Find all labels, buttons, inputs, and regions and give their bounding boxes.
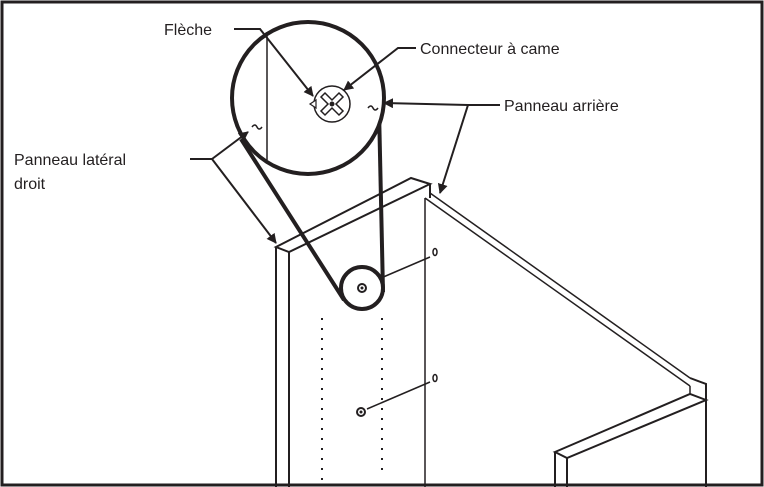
leader-cam-connector	[343, 47, 416, 91]
leader-side-panel-b	[211, 131, 249, 160]
detail-magnifier	[230, 20, 386, 176]
leader-back-panel-b	[383, 98, 469, 109]
leader-side-panel-c	[211, 158, 277, 244]
cam-connector-lower	[356, 373, 438, 417]
back-panel	[424, 192, 707, 487]
label-arrow: Flèche	[164, 22, 212, 39]
label-back-panel: Panneau arrière	[504, 98, 619, 115]
label-cam-connector: Connecteur à came	[420, 41, 560, 58]
arrow-mark-icon	[308, 98, 317, 110]
label-right-side-panel-2: droit	[14, 176, 46, 193]
lower-panel	[552, 392, 709, 487]
right-side-panel	[273, 176, 433, 487]
leader-back-panel	[437, 104, 500, 194]
label-right-side-panel-1: Panneau latéral	[14, 152, 126, 169]
cam-connector-magnified	[308, 85, 351, 123]
leader-arrow	[234, 28, 314, 97]
callout-tangent-left	[239, 137, 346, 302]
callout-tangent-right	[377, 108, 385, 293]
